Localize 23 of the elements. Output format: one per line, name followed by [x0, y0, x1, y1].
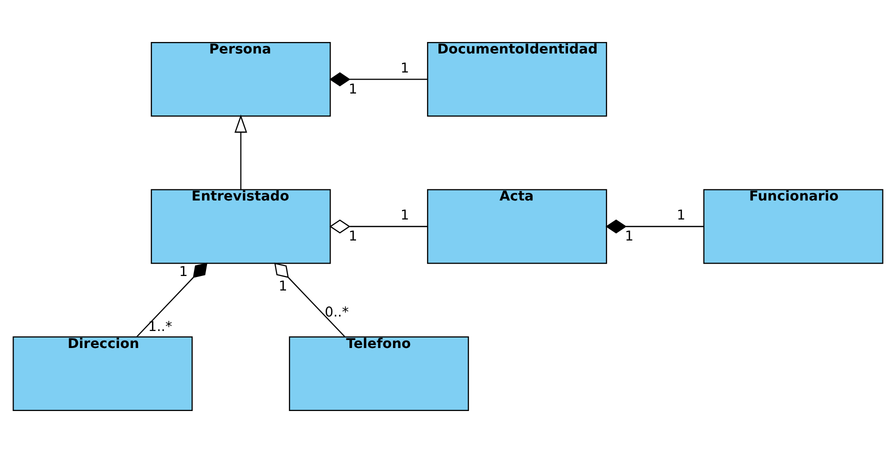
connector [606, 219, 704, 234]
connector [329, 72, 428, 86]
arrow [234, 114, 248, 190]
connector [274, 262, 346, 338]
label: 1 [676, 207, 686, 224]
node-box: Direccion [12, 336, 193, 412]
node-box: Entrevistado [150, 189, 331, 264]
connector [136, 262, 208, 338]
label: 1 [624, 228, 634, 245]
label: 1..* [148, 319, 172, 336]
node-box: Telefono [288, 336, 469, 412]
label: 1 [278, 278, 288, 295]
connector [329, 219, 428, 234]
label: 1 [400, 207, 410, 224]
node-box: Funcionario [703, 189, 884, 264]
label: 0..* [324, 304, 349, 321]
label: 1 [348, 228, 358, 245]
node-box: Persona [150, 42, 331, 117]
label: 1 [400, 60, 410, 76]
node-box: DocumentoIdentidad [427, 42, 608, 117]
label: 1 [179, 264, 188, 280]
label: 1 [348, 81, 358, 98]
node-box: Acta [427, 189, 608, 264]
